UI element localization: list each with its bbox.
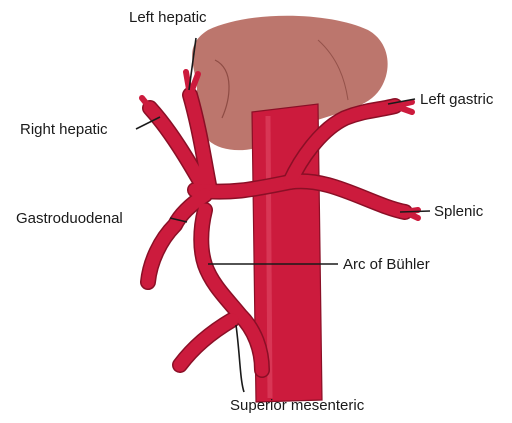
leader-superior-mesenteric — [236, 325, 244, 392]
label-left-hepatic: Left hepatic — [129, 9, 207, 26]
label-right-hepatic: Right hepatic — [20, 121, 108, 138]
label-arc-of-buhler: Arc of Bühler — [343, 256, 430, 273]
leader-splenic — [400, 211, 430, 212]
label-superior-mesenteric: Superior mesenteric — [230, 397, 365, 414]
label-gastroduodenal: Gastroduodenal — [16, 210, 123, 227]
label-left-gastric: Left gastric — [420, 91, 494, 108]
label-splenic: Splenic — [434, 203, 484, 220]
